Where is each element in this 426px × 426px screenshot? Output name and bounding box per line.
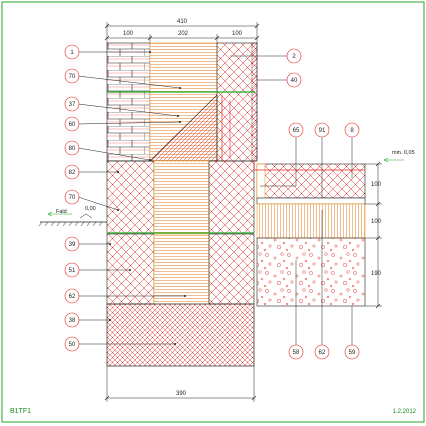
- plinth-insulation-hatch: [154, 161, 209, 233]
- dim-right-1: 100: [371, 182, 382, 188]
- callout-left-4: 60: [64, 116, 181, 132]
- outer-brick-leaf: [106, 42, 151, 162]
- dim-top-seg-3: 100: [232, 31, 243, 37]
- callout-top-right-label: 40: [291, 78, 298, 84]
- callout-left-label: 38: [69, 318, 76, 324]
- separation-layer: [256, 197, 366, 205]
- callout-top-right-label: 2: [292, 54, 296, 60]
- ground-level-label: 0,00: [85, 206, 96, 212]
- callout-bottom-right-2: 62: [314, 210, 330, 360]
- dim-right-2: 100: [371, 219, 382, 225]
- floor-slab: [256, 163, 366, 199]
- callout-left-2: 70: [64, 68, 181, 89]
- callout-left-1: 1: [64, 44, 151, 60]
- callout-upper-right-1: 65: [260, 122, 304, 187]
- floor-insulation-hatch: [257, 204, 365, 238]
- dim-total-top: 410: [177, 19, 188, 25]
- callout-left-label: 60: [69, 122, 76, 128]
- dim-right-3: 190: [371, 271, 382, 277]
- callout-layer: 1 70 37 60 80 82 70 39 51 62 38 50 2 40 65 91 8 58 62 59: [64, 44, 360, 360]
- ground-fall-label: Fald: [56, 209, 67, 215]
- callout-left-label: 39: [69, 242, 76, 248]
- top-dimension-chain: [104, 22, 260, 43]
- slope-label: min. 0,05: [392, 150, 415, 156]
- callout-left-label: 70: [69, 195, 76, 201]
- foundation-outer: [106, 233, 155, 305]
- drawing-date: 1.2.2012: [393, 409, 417, 415]
- callout-left-label: 62: [69, 294, 76, 300]
- callout-bottom-right-3: 59: [344, 306, 360, 360]
- callout-left-label: 82: [69, 170, 76, 176]
- foundation-insulation-hatch: [154, 234, 209, 304]
- callout-upper-right-label: 91: [319, 128, 326, 134]
- callout-left-label: 80: [69, 146, 76, 152]
- callout-left-label: 37: [69, 102, 76, 108]
- drawing-code: B1TF1: [10, 408, 31, 415]
- callout-bottom-right-label: 59: [349, 350, 356, 356]
- callout-left-label: 1: [70, 50, 74, 56]
- dim-top-seg-1: 100: [123, 31, 134, 37]
- callout-left-6: 82: [64, 164, 119, 180]
- plinth-inner: [208, 160, 255, 234]
- callout-left-label: 50: [69, 342, 76, 348]
- foundation-inner: [208, 233, 255, 305]
- callout-left-5: 80: [64, 140, 151, 161]
- callout-bottom-right-label: 62: [319, 350, 326, 356]
- dim-total-bottom: 390: [176, 391, 187, 397]
- floor-membrane: [253, 161, 365, 171]
- callout-top-right-1: 2: [230, 48, 302, 64]
- callout-left-9: 51: [64, 262, 131, 278]
- callout-bottom-right-1: 58: [288, 260, 304, 360]
- callout-top-right-2: 40: [257, 72, 302, 88]
- plaster-layer: [251, 42, 258, 162]
- strip-footing: [106, 303, 255, 367]
- callout-left-8: 39: [64, 236, 111, 252]
- callout-left-10: 62: [64, 288, 186, 304]
- callout-upper-right-3: 8: [344, 122, 360, 178]
- slope-arrow: [383, 157, 404, 163]
- callout-left-3: 37: [64, 96, 179, 117]
- callout-left-label: 70: [69, 74, 76, 80]
- callout-left-label: 51: [69, 268, 76, 274]
- callout-upper-right-label: 8: [350, 128, 354, 134]
- callout-left-7: 70: [64, 189, 119, 211]
- edge-insulation: [256, 163, 266, 199]
- callout-upper-right-label: 65: [293, 128, 300, 134]
- capillary-gravel: [256, 237, 366, 307]
- callout-bottom-right-label: 58: [293, 350, 300, 356]
- callout-upper-right-2: 91: [314, 122, 330, 198]
- callout-left-11: 38: [64, 312, 111, 328]
- inner-leaf-upper: [216, 42, 258, 162]
- right-dimension-chain: [365, 161, 382, 309]
- dim-top-seg-2: 202: [178, 31, 189, 37]
- ground-surface: [38, 211, 107, 227]
- callout-left-12: 50: [64, 336, 176, 352]
- bottom-dimension: [104, 366, 257, 402]
